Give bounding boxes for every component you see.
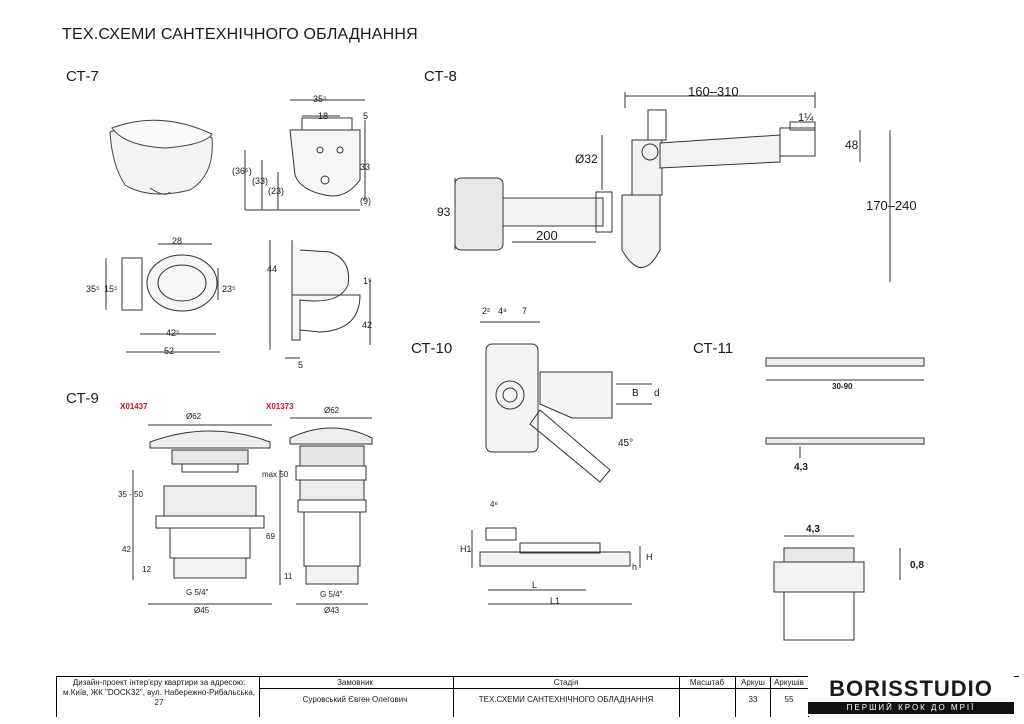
dim-label: 42 <box>122 545 131 554</box>
dim-label: 1¼ <box>798 112 814 124</box>
brand-tagline: ПЕРШИЙ КРОК ДО МРІЇ <box>808 702 1014 714</box>
ct7-top-view <box>105 243 220 353</box>
dim-label: Ø45 <box>194 606 210 615</box>
dim-label: 30-90 <box>832 382 853 391</box>
dim-label: 42⁵ <box>166 328 180 338</box>
ct10-side-view <box>471 527 641 605</box>
dim-label: h <box>632 562 638 572</box>
ct7-side-view <box>269 240 371 359</box>
dim-label: 44 <box>267 264 278 274</box>
dim-label: L <box>532 580 538 590</box>
ct11-section <box>773 535 901 641</box>
dim-label: 1⁵ <box>363 276 372 286</box>
dim-label: 45° <box>618 438 634 449</box>
ct8-siphon <box>454 92 891 282</box>
dim-label: 160–310 <box>688 84 739 99</box>
sheet-label: Аркуш <box>741 678 765 687</box>
brand-logo: BORISSTUDIO ПЕРШИЙ КРОК ДО МРІЇ <box>808 676 1014 716</box>
dim-label: 35⁵ <box>86 284 100 294</box>
ct7-toilet-perspective <box>109 119 213 195</box>
scale-label: Масштаб <box>689 678 725 687</box>
dim-label: L1 <box>550 596 561 606</box>
dim-label: H1 <box>460 544 472 554</box>
dim-label: 4,3 <box>806 524 820 535</box>
stage-label: Стадія <box>553 678 579 687</box>
dim-label: 28 <box>172 236 183 246</box>
dim-label: (33) <box>252 176 269 186</box>
dim-label: 15⁵ <box>104 284 118 294</box>
stage-value: ТЕХ.СХЕМИ САНТЕХНІЧНОГО ОБЛАДНАННЯ <box>478 695 654 704</box>
dim-label: 4⁸ <box>498 306 507 316</box>
dim-label: (23) <box>268 186 285 196</box>
page-title: ТЕХ.СХЕМИ САНТЕХНІЧНОГО ОБЛАДНАННЯ <box>62 26 418 43</box>
dim-label: G 5/4" <box>186 588 209 597</box>
ct7-front-view <box>244 99 366 211</box>
dim-label: G 5/4" <box>320 590 343 599</box>
dim-label: d <box>654 388 660 399</box>
dim-label: max 50 <box>262 470 289 479</box>
project-description: Дизайн-проект інтер'єру квартири за адре… <box>62 678 256 707</box>
dim-label: 2² <box>482 306 491 316</box>
dim-label: 7 <box>522 306 528 316</box>
sheets-label: Аркушів <box>774 678 804 687</box>
dim-label: (36⁵) <box>232 166 252 176</box>
title-block: Дизайн-проект інтер'єру квартири за адре… <box>56 676 1019 717</box>
dim-label: 33 <box>360 162 371 172</box>
sheet-number: 33 <box>748 695 758 704</box>
dim-label: Ø62 <box>186 412 202 421</box>
dim-label: 35⁵ <box>313 94 327 104</box>
dim-label: 0,8 <box>910 560 924 571</box>
dim-label: 18 <box>318 111 329 121</box>
customer-label: Замовник <box>337 678 373 687</box>
dim-label: 4⁸ <box>490 500 498 509</box>
section-label-ct9: СТ-9 <box>66 390 99 407</box>
dim-label: Ø43 <box>324 606 340 615</box>
dim-label: 200 <box>536 228 558 243</box>
dim-label: 4,3 <box>794 462 808 473</box>
product-code-right: X01373 <box>266 402 294 411</box>
section-label-ct11: СТ-11 <box>693 340 734 357</box>
dim-label: H <box>646 552 653 562</box>
section-label-ct7: СТ-7 <box>66 68 99 85</box>
ct9-drain-left <box>132 424 272 605</box>
dim-label: 5 <box>298 360 304 370</box>
section-label-ct10: СТ-10 <box>411 340 453 357</box>
dim-label: 93 <box>437 205 451 219</box>
dim-label: 5 <box>363 111 369 121</box>
ct11-channel-side <box>765 437 925 458</box>
dim-label: 52 <box>164 346 175 356</box>
dim-label: B <box>632 388 639 399</box>
dim-label: 23⁵ <box>222 284 236 294</box>
ct11-channel-top <box>765 357 925 381</box>
dim-label: Ø62 <box>324 406 340 415</box>
dim-label: (9) <box>360 196 371 206</box>
dim-label: 170–240 <box>866 198 917 213</box>
dim-label: 35 - 50 <box>118 490 143 499</box>
dim-label: Ø32 <box>575 152 598 166</box>
sheets-total: 55 <box>784 695 794 704</box>
ct10-mounting-box <box>480 321 652 483</box>
dim-label: 69 <box>266 532 275 541</box>
section-label-ct8: СТ-8 <box>424 68 457 85</box>
dim-label: 11 <box>284 572 293 581</box>
dim-label: 42 <box>362 320 373 330</box>
dim-label: 12 <box>142 565 151 574</box>
customer-name: Суровський Євген Олегович <box>302 695 408 704</box>
dim-label: 48 <box>845 138 859 152</box>
ct9-drain-right <box>279 417 373 605</box>
product-code-left: X01437 <box>120 402 148 411</box>
brand-name: BORISSTUDIO <box>829 676 993 701</box>
